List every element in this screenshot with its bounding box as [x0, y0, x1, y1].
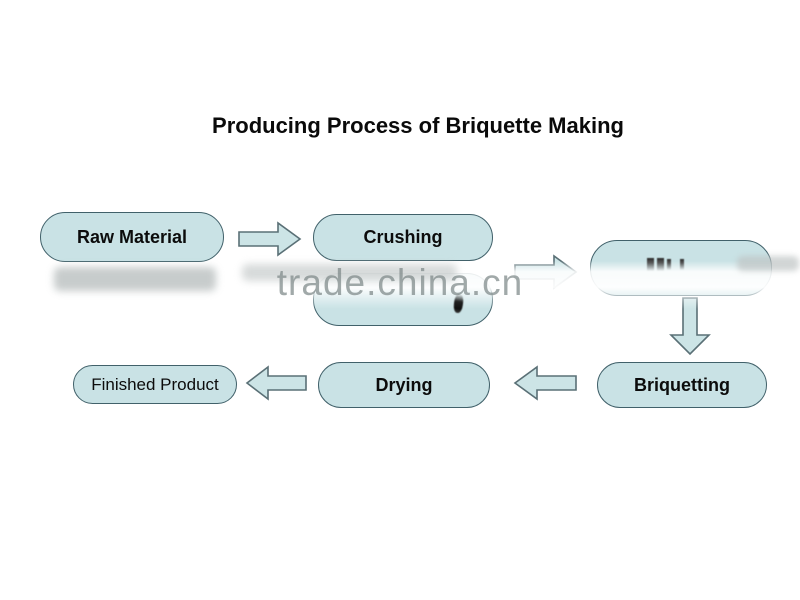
node-raw-material: Raw Material	[40, 212, 224, 262]
node-label: Briquetting	[634, 374, 730, 395]
watermark-text: trade.china.cn	[276, 262, 524, 303]
obscured-letter-fragment	[657, 258, 664, 271]
node-label: Finished Product	[91, 374, 219, 394]
node-label: Crushing	[363, 227, 443, 247]
obscured-letter-fragment	[680, 259, 684, 270]
node-briquetting: Briquetting	[597, 362, 767, 408]
node-crushing: Crushing	[313, 214, 493, 261]
arrow-left-icon	[513, 364, 577, 402]
blur-smudge	[54, 267, 216, 291]
obscured-letter-fragment	[647, 258, 654, 271]
arrow-left-icon	[245, 364, 307, 402]
blur-smudge	[242, 264, 457, 281]
node-label: Drying	[375, 374, 433, 395]
page-title: Producing Process of Briquette Making	[212, 113, 624, 138]
blur-smudge	[737, 256, 799, 271]
node-drying: Drying	[318, 362, 490, 408]
arrow-right-icon	[238, 220, 302, 258]
obscured-letter-fragment	[667, 259, 671, 270]
node-label: Raw Material	[76, 226, 188, 247]
node-finished-product: Finished Product	[73, 365, 237, 404]
